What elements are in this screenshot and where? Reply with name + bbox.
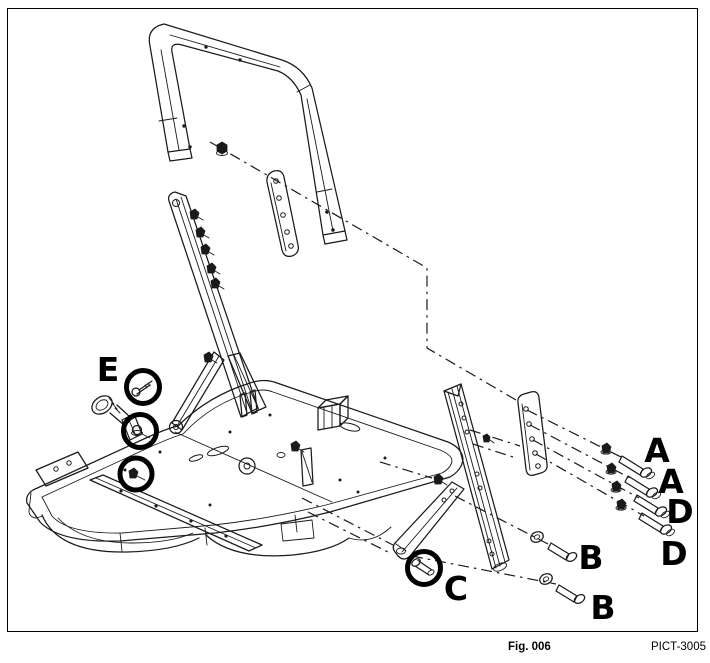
callout-label-c: C bbox=[444, 569, 468, 608]
flange-nut-4 bbox=[615, 498, 627, 511]
figure-caption: Fig. 006 bbox=[508, 641, 551, 653]
callout-circle-e3 bbox=[117, 455, 155, 493]
rollbar-hoop bbox=[148, 23, 348, 245]
bolt-b1 bbox=[547, 542, 578, 563]
flange-nut-1 bbox=[600, 442, 612, 455]
post-bolts bbox=[189, 208, 225, 364]
bolt-d2 bbox=[638, 512, 676, 537]
callout-circle-e2 bbox=[121, 412, 159, 450]
flange-nut-2 bbox=[605, 462, 617, 475]
callout-circle-c bbox=[405, 549, 443, 587]
washer-b2 bbox=[539, 573, 553, 585]
callout-label-d1: D bbox=[666, 492, 693, 531]
right-support-post bbox=[443, 383, 510, 572]
figure-code: PICT-3005 bbox=[651, 641, 706, 653]
bolt-a1 bbox=[618, 455, 656, 480]
callout-label-a1: A bbox=[644, 431, 670, 470]
alignment-line-main bbox=[209, 141, 517, 401]
flange-nut-3 bbox=[610, 480, 622, 493]
callout-label-b1: B bbox=[578, 538, 603, 577]
right-mounting-plate bbox=[517, 391, 548, 476]
bolt-d1 bbox=[633, 494, 671, 519]
post-braces bbox=[168, 351, 267, 435]
flange-nuts bbox=[600, 442, 627, 511]
figure-border bbox=[7, 8, 698, 632]
callout-label-e: E bbox=[97, 350, 120, 389]
bolt-b2 bbox=[555, 584, 586, 605]
washer-b1 bbox=[530, 531, 544, 543]
callout-label-d2: D bbox=[660, 534, 687, 573]
bolt-a2 bbox=[624, 475, 662, 500]
mounting-strap bbox=[266, 170, 299, 257]
callout-label-a2: A bbox=[658, 462, 684, 501]
chassis-frame bbox=[26, 379, 464, 557]
left-support-post bbox=[168, 191, 259, 418]
callout-label-b2: B bbox=[590, 588, 615, 627]
callout-circle-e1 bbox=[124, 368, 162, 406]
hoop-mounting-nut bbox=[216, 141, 228, 156]
diagonal-brace bbox=[392, 473, 465, 560]
